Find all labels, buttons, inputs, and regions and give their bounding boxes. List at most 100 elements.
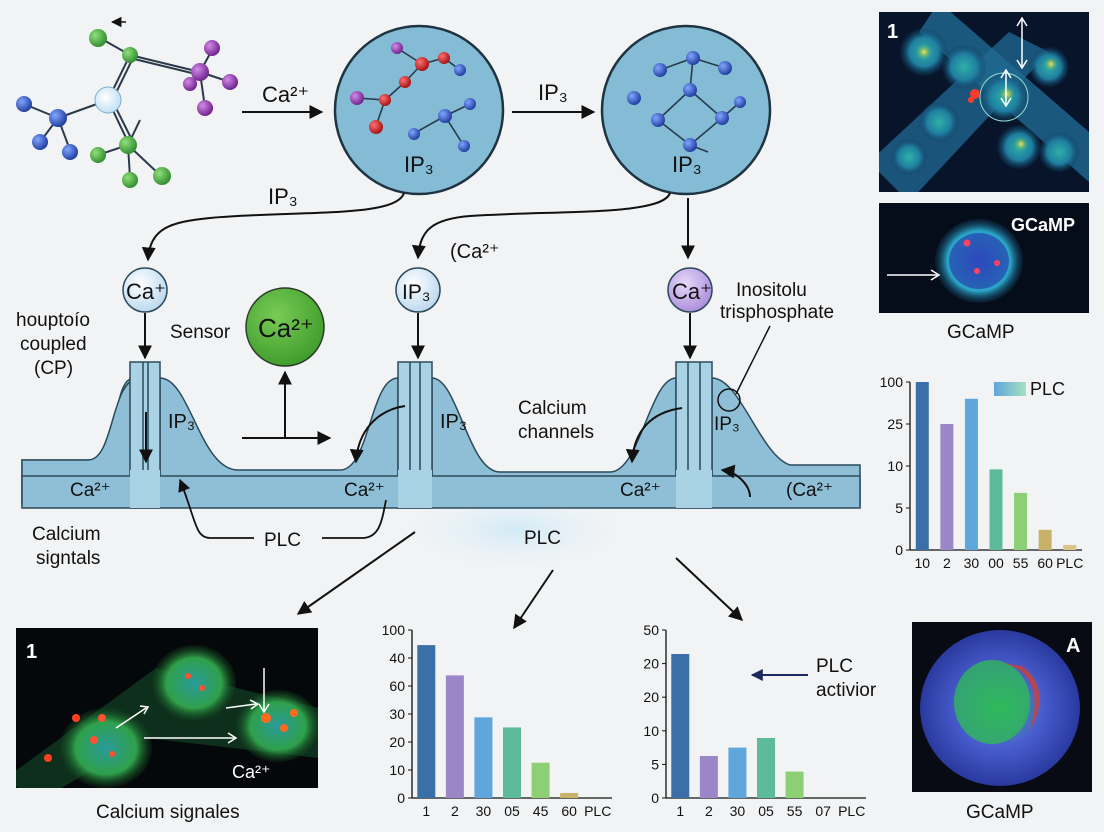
label-plc-activior-1: PLC [816, 656, 853, 677]
arrow-circle1-to-ca-left [141, 192, 405, 262]
svg-text:Ca²⁺: Ca²⁺ [258, 313, 314, 343]
y-tick-label: 100 [880, 374, 904, 390]
membrane [21, 361, 861, 509]
node-ca-right: Ca⁺ [667, 267, 713, 313]
label-ip3-top: IP₃ [538, 80, 568, 105]
x-tick-label: 07 [815, 803, 831, 819]
node-ca-left: Ca⁺ [122, 267, 168, 313]
x-tick-label: 30 [476, 803, 492, 819]
microscopy-panel-bottom-left: 1 Ca²⁺ [16, 628, 318, 788]
label-houptoio: houptoío [16, 310, 90, 331]
arrow-far-right-curve [720, 464, 751, 498]
node-ip3-mid: IP₃ [395, 267, 441, 313]
gcamp-inset-panel: GCaMP [879, 203, 1089, 313]
x-tick-label: 60 [1037, 555, 1053, 571]
label-inositol-2: trisphosphate [720, 302, 834, 323]
label-plc-center: PLC [524, 528, 561, 549]
y-tick-label: 10 [389, 762, 405, 778]
microscopy-panel-top: 1 [879, 12, 1089, 192]
arrow-to-bar-chart-3 [675, 557, 744, 621]
x-tick-label: 55 [787, 803, 803, 819]
y-tick-label: 20 [389, 734, 405, 750]
label-ca2-channel-mid: Ca²⁺ [344, 480, 385, 501]
bar [757, 738, 775, 798]
y-tick-label: 0 [651, 790, 659, 806]
x-tick-label: 1 [422, 803, 430, 819]
label-sensor: Sensor [170, 322, 231, 343]
x-tick-label: 05 [758, 803, 774, 819]
bar [940, 424, 954, 550]
y-tick-label: 60 [389, 678, 405, 694]
panel-bottom-left-ca: Ca²⁺ [232, 762, 271, 782]
sensor-ca2-node: Ca²⁺ [245, 287, 325, 367]
y-tick-label: 5 [895, 500, 903, 516]
label-cp: (CP) [34, 358, 73, 379]
bar [915, 382, 929, 550]
x-tick-label: 2 [943, 555, 951, 571]
label-inositol-1: Inositolu [736, 280, 807, 301]
bar [503, 727, 521, 798]
bar [474, 717, 493, 798]
arrow-mid-pore-curve [349, 405, 406, 464]
legend-label: PLC [1030, 379, 1065, 399]
bar [1063, 544, 1077, 550]
bar [964, 398, 978, 550]
label-plc-left: PLC [264, 530, 301, 551]
bottom-left-caption: Calcium signales [96, 802, 240, 823]
bar [417, 645, 436, 798]
circle1-ip3-label: IP₃ [404, 152, 434, 177]
y-tick-label: 100 [382, 622, 406, 638]
y-tick-label: 0 [397, 790, 405, 806]
molecule-cluster [16, 16, 238, 188]
arrow-circle2-to-ip3-mid [411, 192, 671, 260]
panel-top-label: 1 [887, 21, 898, 43]
x-tick-label: 10 [914, 555, 930, 571]
bar [445, 675, 464, 798]
svg-text:IP₃: IP₃ [402, 281, 430, 304]
bar [671, 654, 690, 798]
x-tick-label: PLC [1056, 555, 1083, 571]
x-tick-label: 30 [964, 555, 980, 571]
x-tick-label: 2 [451, 803, 459, 819]
x-tick-label: 55 [1013, 555, 1029, 571]
label-channels: channels [518, 422, 594, 443]
svg-text:Ca⁺: Ca⁺ [672, 279, 712, 304]
bar [728, 747, 747, 798]
label-ca2-channel-left: Ca²⁺ [70, 480, 111, 501]
svg-text:Ca⁺: Ca⁺ [126, 279, 166, 304]
legend-swatch [994, 382, 1026, 396]
label-calcium-signals-1: Calcium [32, 524, 101, 545]
label-ip3-left-arrow: IP₃ [268, 184, 298, 209]
arrow-right-pore-curve [625, 407, 683, 464]
label-calcium: Calcium [518, 398, 587, 419]
x-tick-label: 45 [533, 803, 549, 819]
x-tick-label: 60 [561, 803, 577, 819]
microscopy-panel-bottom-right: A [912, 622, 1092, 792]
ip3-molecule-circle-1: IP₃ [333, 24, 505, 196]
x-tick-label: 2 [705, 803, 713, 819]
y-tick-label: 10 [643, 723, 659, 739]
y-tick-label: 40 [389, 650, 405, 666]
label-ca2-channel-right: Ca²⁺ [620, 480, 661, 501]
circle2-ip3-label: IP₃ [672, 152, 702, 177]
bar [1038, 529, 1052, 550]
label-channel-ip3-mid: IP₃ [440, 411, 467, 433]
bar [531, 762, 550, 798]
pointer-inositol [735, 325, 771, 395]
label-ca2-top: Ca²⁺ [262, 82, 309, 107]
bottom-right-caption: GCaMP [966, 802, 1034, 823]
panel-bottom-right-label: A [1066, 635, 1080, 657]
x-tick-label: 05 [504, 803, 520, 819]
y-tick-label: 5 [651, 756, 659, 772]
x-tick-label: 30 [730, 803, 746, 819]
x-tick-label: 00 [988, 555, 1004, 571]
y-tick-label: 0 [895, 542, 903, 558]
bar [560, 792, 579, 798]
label-calcium-signals-2: signtals [36, 548, 100, 569]
x-tick-label: PLC [838, 803, 865, 819]
arrow-to-bar-chart-2 [513, 569, 554, 630]
line-plc-to-mid-channel [322, 499, 387, 539]
